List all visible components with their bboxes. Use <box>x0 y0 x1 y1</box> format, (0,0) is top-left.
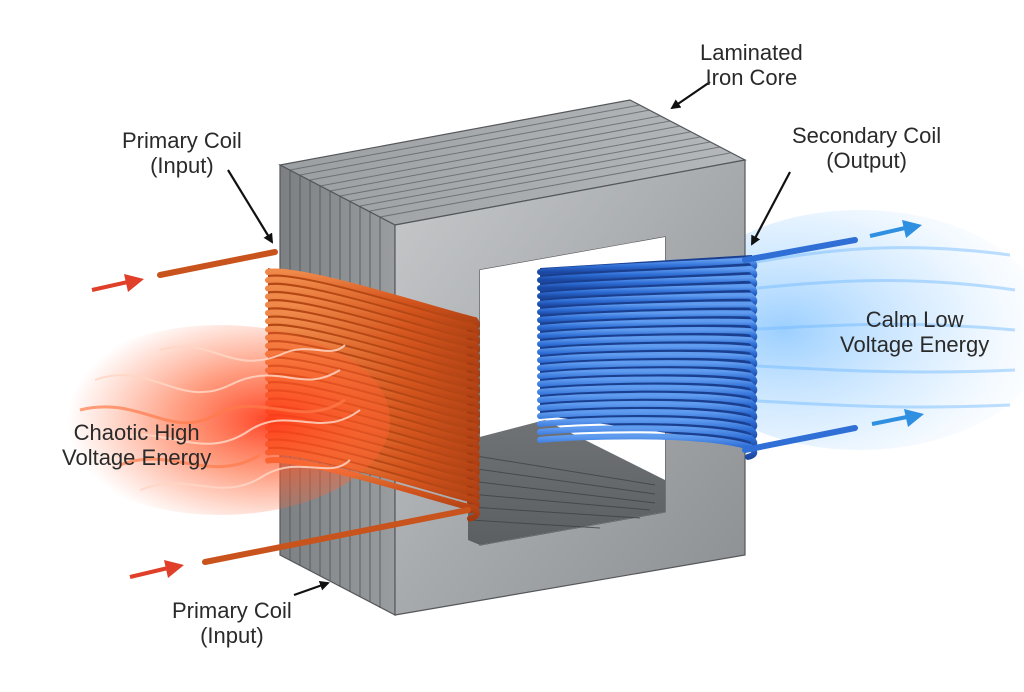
primary-top-line1: Primary Coil <box>122 128 242 153</box>
callout-arrow-icon <box>293 580 330 597</box>
secondary-coil-turn <box>537 351 758 371</box>
secondary-coil-turn <box>537 400 758 425</box>
secondary-coil-turn <box>537 274 758 291</box>
input-energy-line2: Voltage Energy <box>62 445 212 470</box>
label-laminated-iron-core: Laminated Iron Core <box>700 40 803 90</box>
secondary-coil-turn <box>537 327 758 345</box>
secondary-coil-turn <box>537 310 758 327</box>
secondary-coil-turn <box>537 256 758 275</box>
label-secondary-coil: Secondary Coil (Output) <box>792 123 941 173</box>
label-primary-coil-bottom: Primary Coil (Input) <box>172 598 292 648</box>
core-label-line2: Iron Core <box>705 65 798 90</box>
callout-arrow-icon <box>751 171 791 246</box>
secondary-coil-turn <box>537 265 758 283</box>
secondary-coil-turn <box>537 392 758 416</box>
core-label-line1: Laminated <box>700 40 803 65</box>
secondary-coil-turn <box>537 433 758 460</box>
callout-arrow-icon <box>670 81 711 110</box>
output-energy-line2: Voltage Energy <box>840 332 990 357</box>
secondary-coil-turn <box>537 335 758 354</box>
secondary-coil-turn <box>537 376 758 398</box>
secondary-coil-turn <box>537 409 758 434</box>
secondary-coil-turn <box>537 360 758 380</box>
output-energy-glow <box>670 210 1024 450</box>
secondary-coil-turn <box>537 301 758 318</box>
label-primary-coil-top: Primary Coil (Input) <box>122 128 242 178</box>
secondary-coil-turn <box>537 368 758 389</box>
arrow-right-icon <box>91 274 144 292</box>
secondary-coil-turn <box>537 292 758 309</box>
primary-top-line2: (Input) <box>150 153 214 178</box>
callout-arrow-icon <box>227 169 274 244</box>
secondary-coil <box>537 237 858 460</box>
primary-bottom-line1: Primary Coil <box>172 598 292 623</box>
secondary-coil-turn <box>537 384 758 407</box>
secondary-coil-turn <box>537 425 758 451</box>
arrow-right-icon <box>871 409 924 427</box>
input-energy-line1: Chaotic High <box>73 420 200 445</box>
secondary-coil-turn <box>537 343 758 362</box>
secondary-coil-turn <box>537 283 758 300</box>
arrow-right-icon <box>869 220 922 238</box>
secondary-line1: Secondary Coil <box>792 123 942 148</box>
primary-bottom-line2: (Input) <box>200 623 264 648</box>
input-arrows <box>91 274 184 579</box>
secondary-line2: (Output) <box>826 148 907 173</box>
output-energy-line1: Calm Low <box>865 307 964 332</box>
secondary-coil-turn <box>537 417 758 443</box>
arrow-right-icon <box>129 560 184 579</box>
secondary-coil-turn <box>537 318 758 336</box>
input-energy-fire <box>50 325 390 515</box>
callout-arrows <box>227 81 791 597</box>
output-arrows <box>869 220 924 427</box>
label-chaotic-high-voltage: Chaotic High Voltage Energy <box>62 420 211 470</box>
label-calm-low-voltage: Calm Low Voltage Energy <box>840 307 989 357</box>
